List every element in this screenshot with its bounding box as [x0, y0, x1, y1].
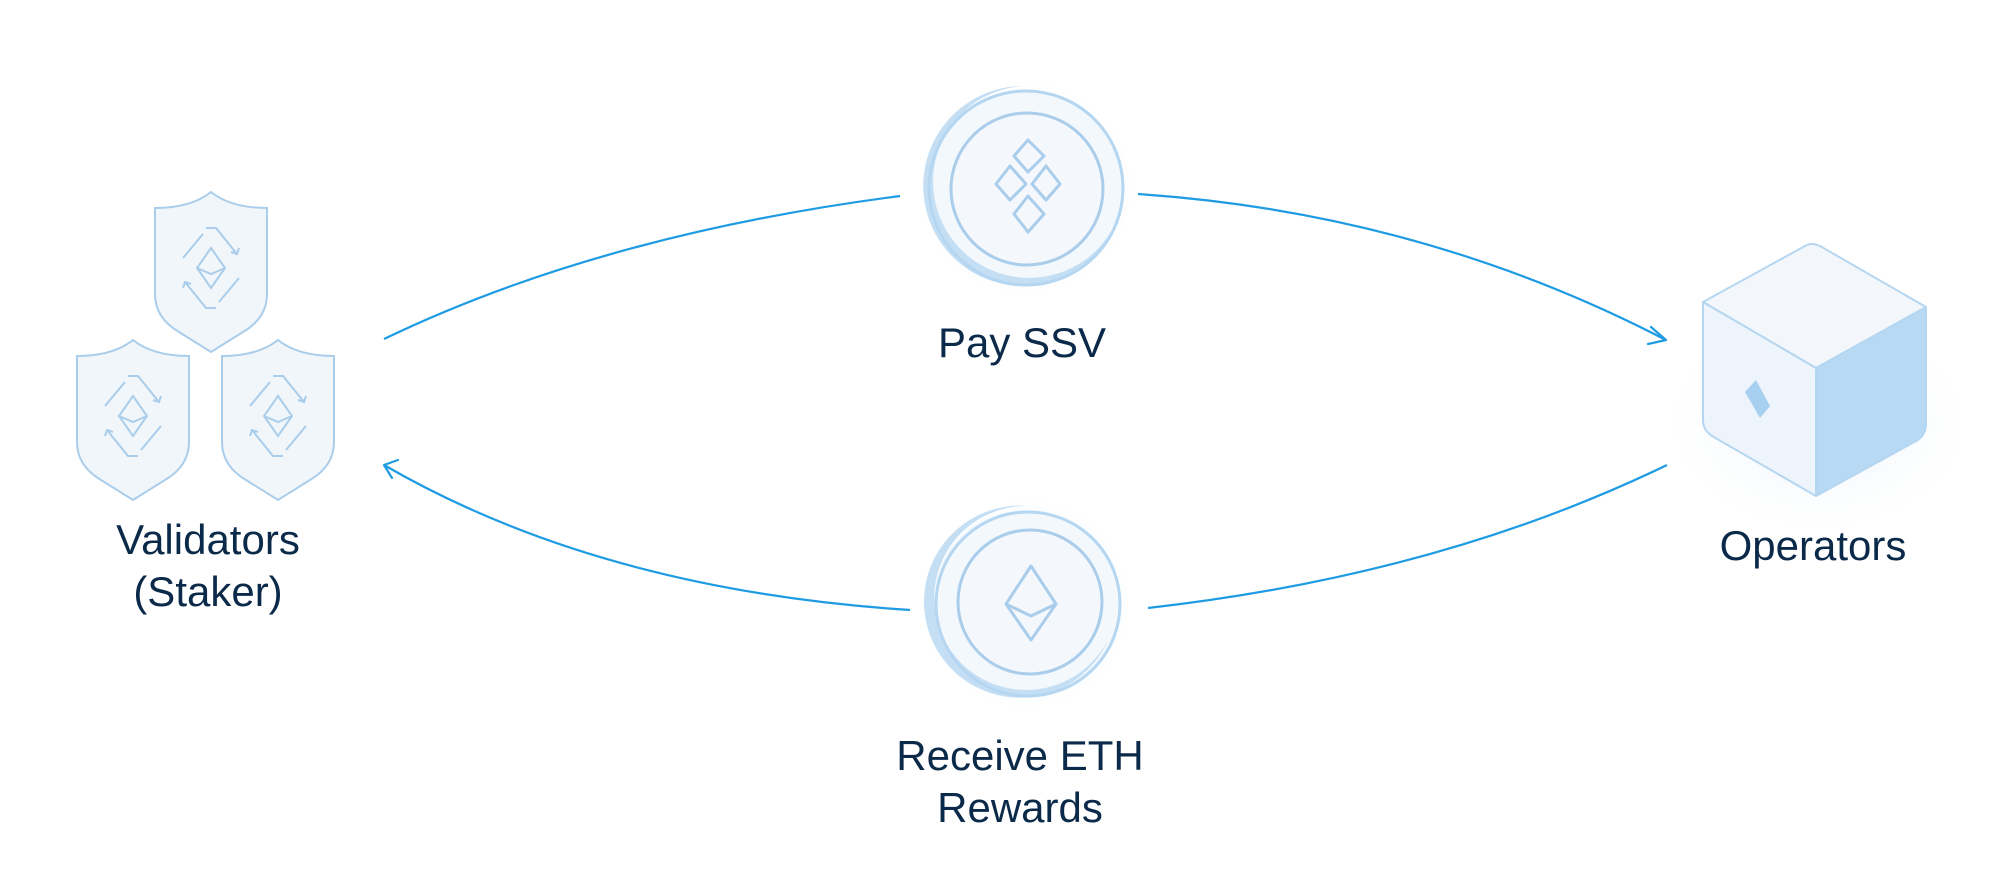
receive-eth-label-line-1: Receive ETH	[896, 732, 1144, 779]
operators-label: Operators	[1663, 520, 1963, 572]
ssv-coin-icon	[914, 76, 1138, 300]
arrowhead-to-operators	[1646, 325, 1668, 346]
validators-label-line-1: Validators	[116, 516, 300, 563]
arrowhead-to-validators	[382, 458, 400, 480]
validators-label: Validators (Staker)	[58, 514, 358, 618]
pay-ssv-label: Pay SSV	[872, 317, 1172, 369]
arrow-pay-right	[1137, 192, 1665, 340]
operator-cube-icon	[1653, 243, 1983, 530]
arrow-pay-left	[383, 194, 901, 340]
operators-label-line-1: Operators	[1719, 522, 1907, 569]
receive-eth-label: Receive ETH Rewards	[870, 730, 1170, 834]
receive-eth-label-line-2: Rewards	[937, 784, 1103, 831]
pay-ssv-label-line-1: Pay SSV	[937, 319, 1107, 366]
arrow-receive-right	[1147, 464, 1668, 610]
shield-top	[154, 190, 268, 354]
eth-coin-icon	[916, 494, 1136, 714]
shield-bottom-right	[221, 338, 335, 502]
shield-bottom-left	[76, 338, 190, 502]
validator-shield-icon	[76, 190, 335, 502]
validators-label-line-2: (Staker)	[133, 568, 283, 615]
arrow-receive-left	[383, 464, 911, 612]
